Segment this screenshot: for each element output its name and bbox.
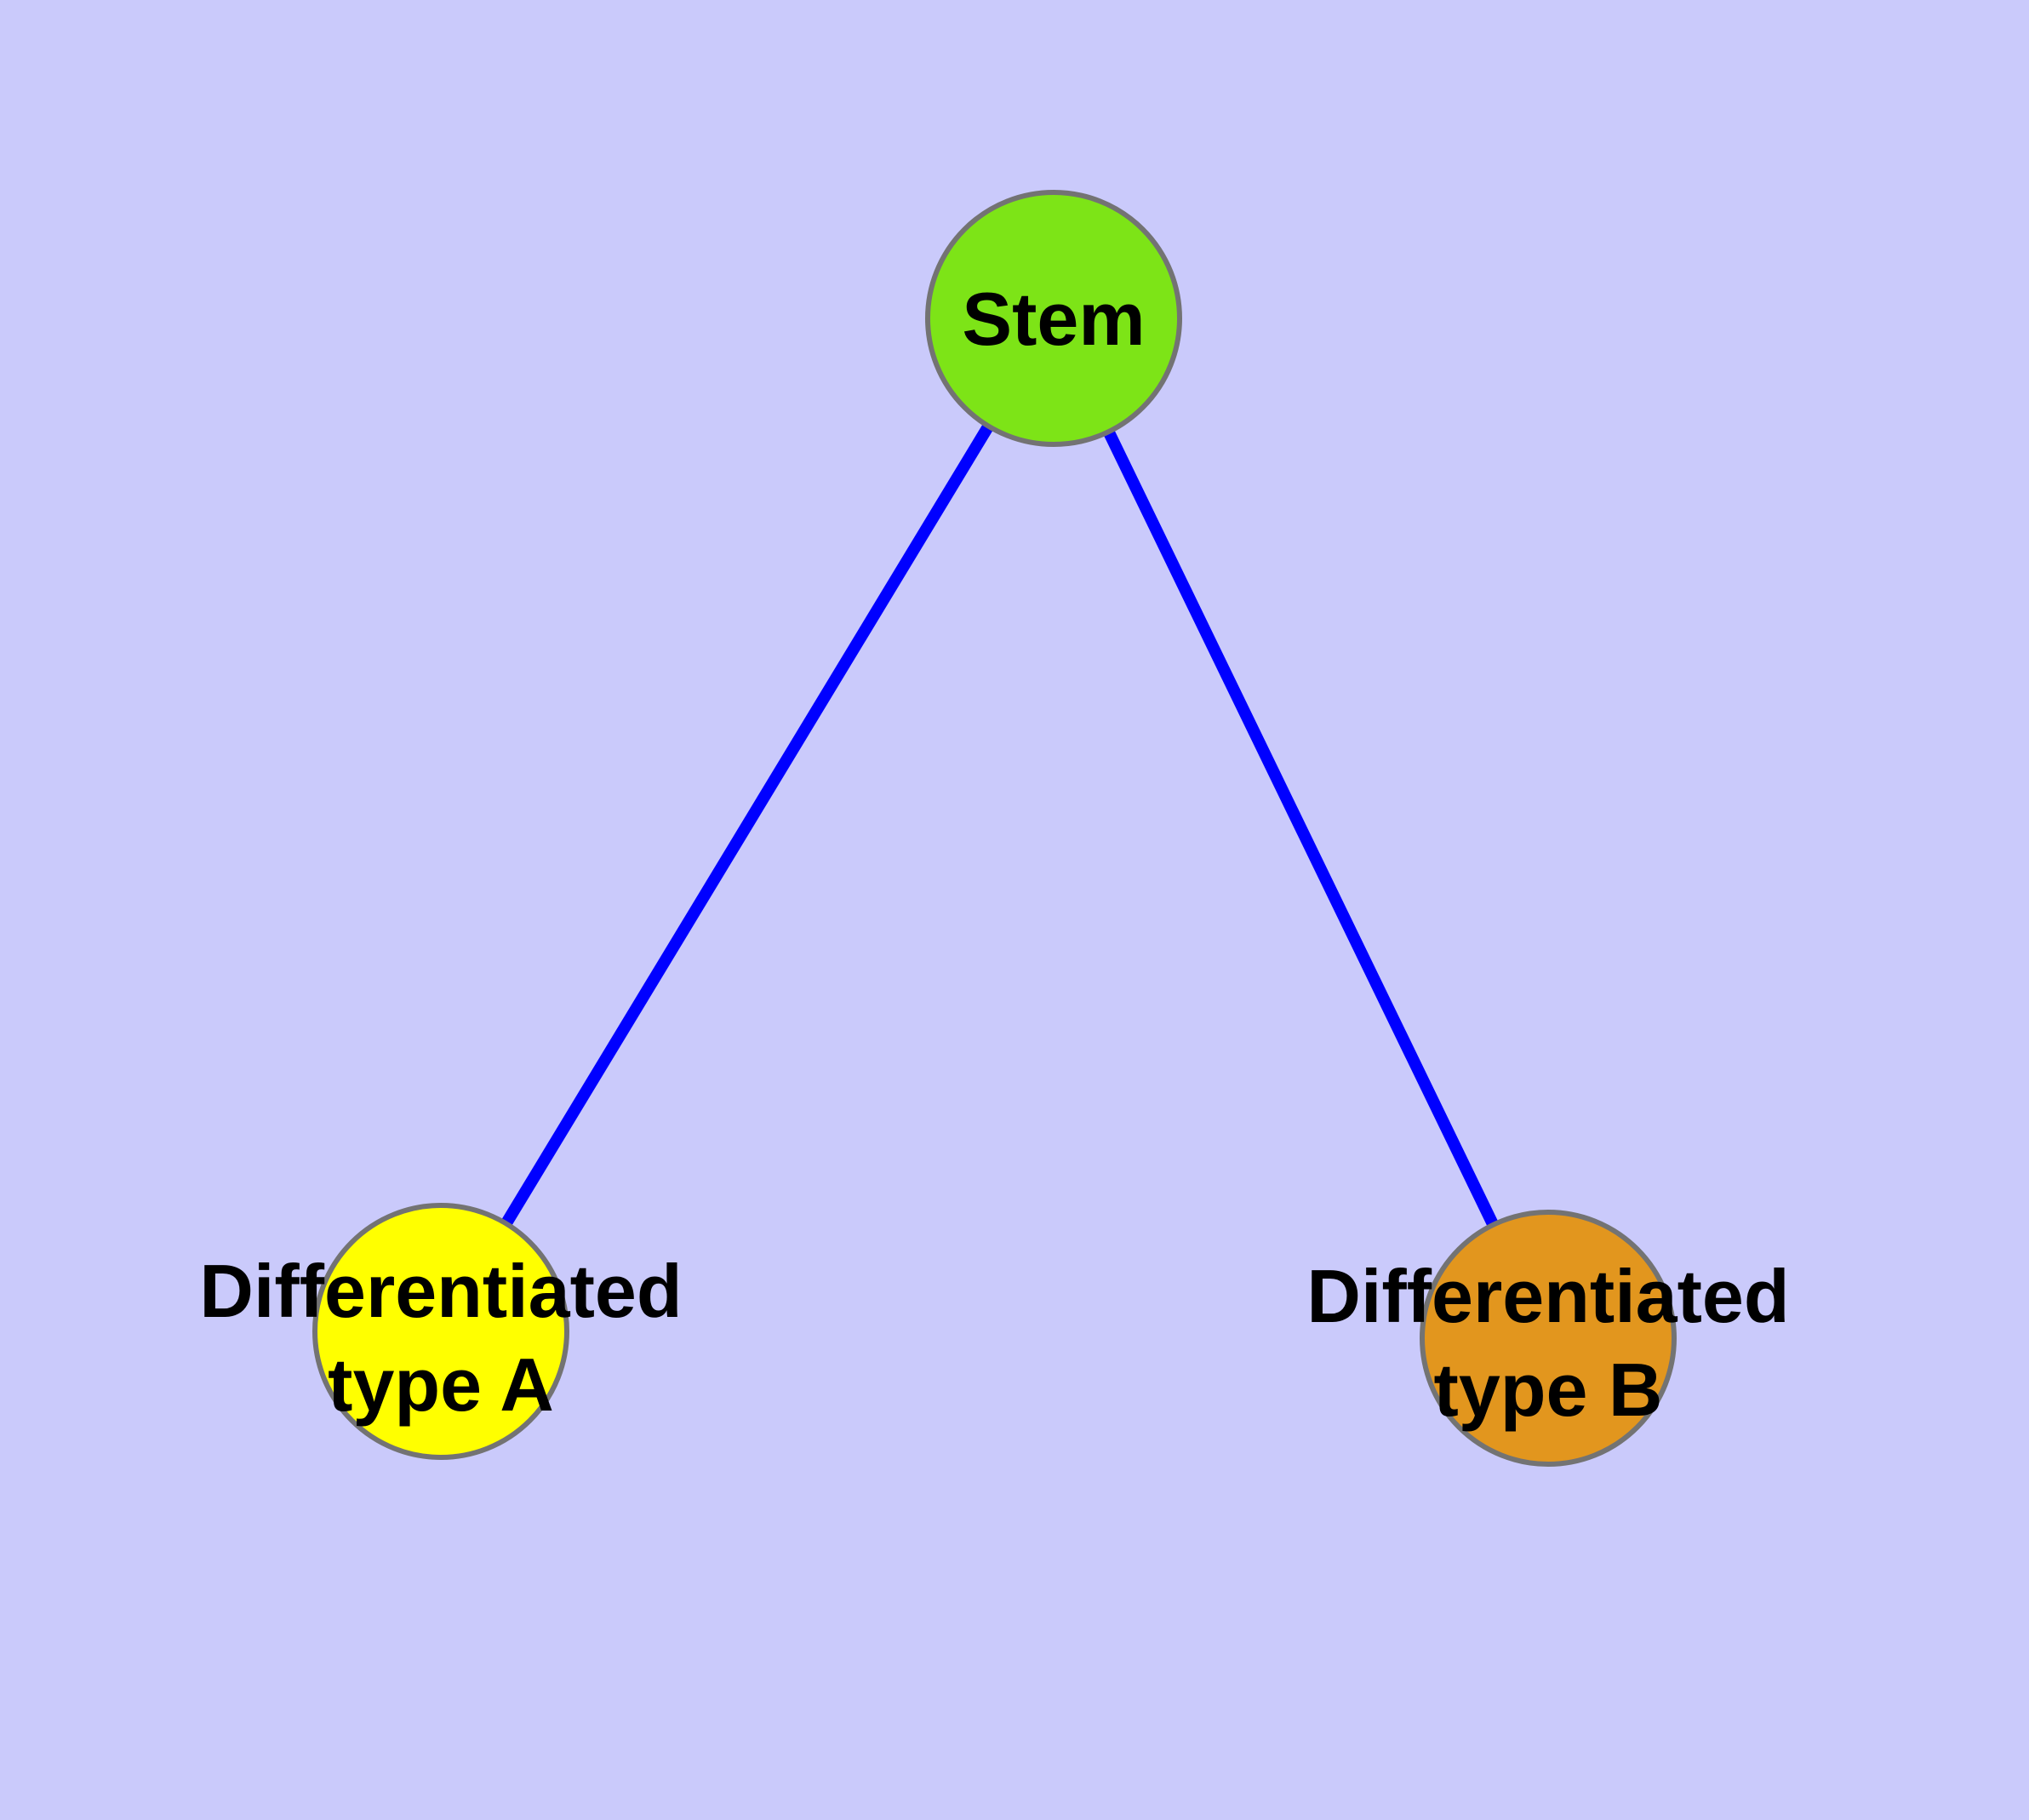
node-type-b-label-line1: Differentiated xyxy=(1306,1254,1789,1338)
node-stem xyxy=(925,190,1182,447)
edge-stem-to-type-b xyxy=(1048,315,1554,1342)
node-type-b-label-line2: type B xyxy=(1434,1348,1663,1432)
node-type-a-label-line1: Differentiated xyxy=(199,1249,682,1333)
edge-stem-to-type-a xyxy=(436,315,1059,1335)
node-type-a-label-line2: type A xyxy=(328,1342,554,1427)
node-differentiated-type-a xyxy=(312,1203,569,1460)
node-differentiated-type-b xyxy=(1420,1210,1677,1467)
node-stem-label: Stem xyxy=(962,277,1145,361)
